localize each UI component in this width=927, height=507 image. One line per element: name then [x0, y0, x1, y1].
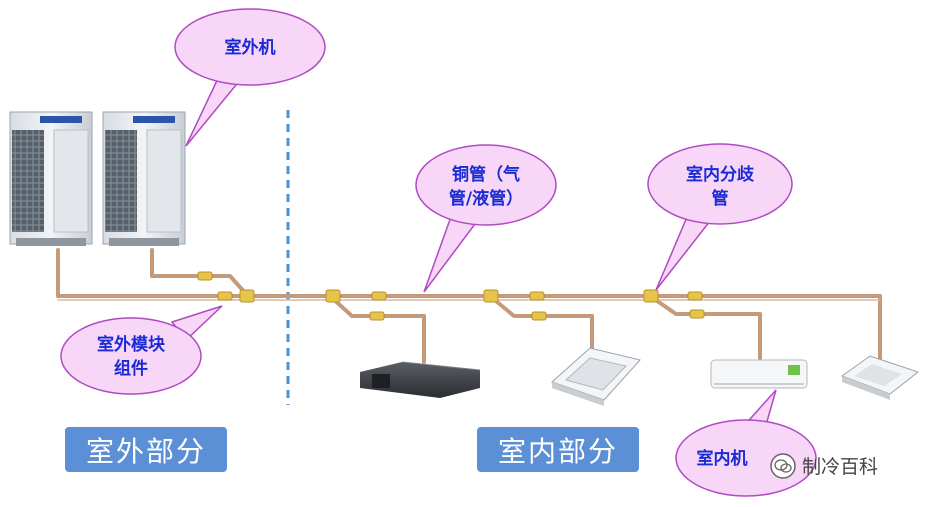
pipe-network	[56, 248, 882, 364]
watermark-text: 制冷百科	[802, 456, 879, 478]
outdoor-unit-1	[9, 111, 93, 246]
callout-outdoor-module: 室外模块 组件	[60, 305, 223, 395]
callout-outdoor-unit: 室外机	[174, 8, 326, 147]
label-copper-pipe-line1: 铜管（气	[452, 164, 520, 185]
indoor-unit-wall-mounted	[710, 359, 808, 389]
indoor-unit-cassette-4way	[551, 347, 641, 406]
label-indoor-branch-line2: 管	[712, 188, 729, 209]
callout-indoor-unit: 室内机	[675, 389, 817, 497]
branch-fittings	[197, 271, 705, 321]
section-indoor-label: 室内部分	[477, 427, 639, 472]
callout-indoor-branch: 室内分歧 管	[647, 143, 793, 291]
indoor-unit-cassette-1way	[840, 355, 920, 400]
label-outdoor-module-line2: 组件	[114, 358, 148, 379]
callout-copper-pipe: 铜管（气 管/液管）	[415, 144, 557, 293]
watermark: 制冷百科	[770, 452, 878, 479]
outdoor-unit-2	[102, 111, 186, 246]
label-indoor-branch-line1: 室内分歧	[686, 164, 755, 185]
indoor-unit-duct	[360, 361, 481, 398]
label-copper-pipe-line2: 管/液管）	[449, 188, 523, 209]
section-outdoor-label: 室外部分	[65, 427, 227, 472]
label-indoor-unit: 室内机	[697, 448, 748, 469]
label-outdoor-module-line1: 室外模块	[97, 334, 166, 355]
wechat-icon	[770, 452, 796, 479]
label-outdoor-unit: 室外机	[225, 37, 276, 58]
